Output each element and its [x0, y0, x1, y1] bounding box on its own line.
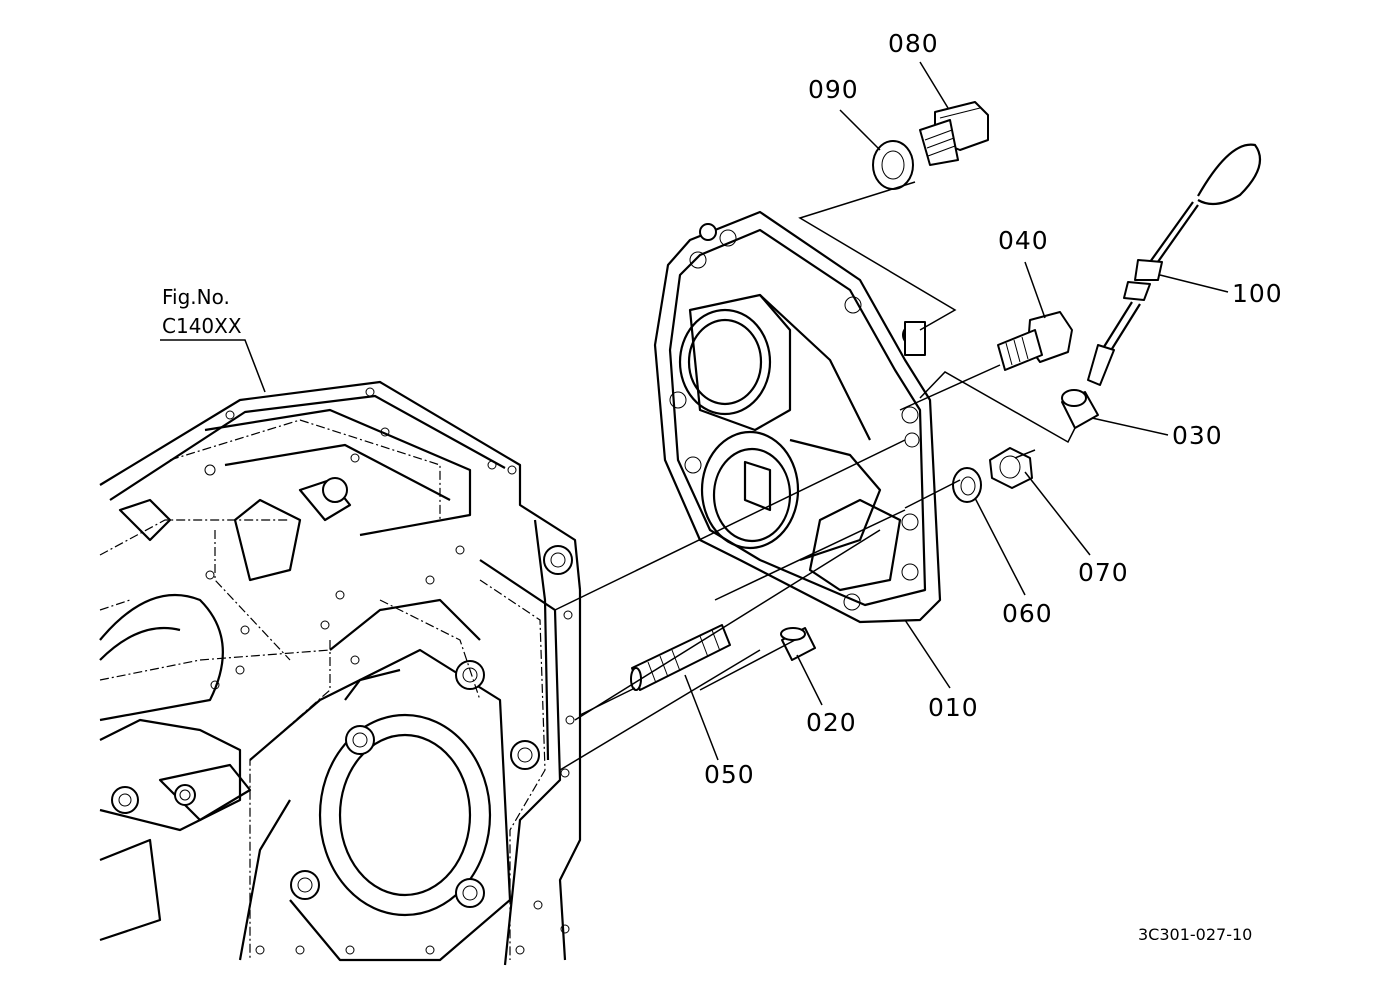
- part-label-020: 020: [806, 708, 857, 737]
- part-label-090: 090: [808, 75, 859, 104]
- assembly-lines: [554, 181, 1076, 771]
- part-label-030: 030: [1172, 421, 1223, 450]
- part-label-060: 060: [1002, 599, 1053, 628]
- drawing-code: 3C301-027-10: [1138, 925, 1252, 944]
- sleeve-030: [1061, 389, 1099, 429]
- part-label-050: 050: [704, 760, 755, 789]
- spring-washer-060: [952, 467, 982, 503]
- dipstick-100: [1087, 143, 1262, 386]
- part-label-010: 010: [928, 693, 979, 722]
- gear-case-cover-010: [653, 210, 942, 624]
- gear-case-housing: [99, 380, 582, 966]
- plug-080: [919, 101, 989, 166]
- leader-lines: [160, 61, 1229, 761]
- nut-070: [989, 447, 1033, 489]
- fitting-040: [997, 311, 1073, 371]
- part-label-100: 100: [1232, 279, 1283, 308]
- part-label-040: 040: [998, 226, 1049, 255]
- figure-ref-line1: Fig.No.: [162, 285, 230, 309]
- washer-090: [872, 140, 914, 190]
- part-label-080: 080: [888, 29, 939, 58]
- pin-020: [780, 627, 816, 661]
- stud-bolt-050: [630, 624, 731, 691]
- part-label-070: 070: [1078, 558, 1129, 587]
- figure-ref-line2: C140XX: [162, 314, 242, 338]
